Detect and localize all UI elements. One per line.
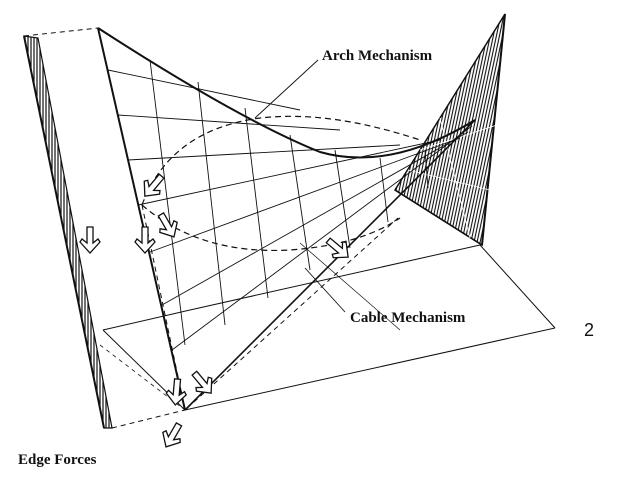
- edge-panel-right: [395, 14, 505, 245]
- cable-force-arrow: [321, 232, 356, 266]
- force-arrows: [79, 169, 356, 453]
- edge-wedge-left: [24, 36, 112, 428]
- corner-force-arrow: [156, 418, 189, 453]
- edge-force-arrow: [79, 226, 101, 254]
- figure-number: 2: [584, 320, 595, 340]
- corner-force-arrow: [164, 377, 189, 407]
- cable-mechanism-label: Cable Mechanism: [350, 310, 466, 326]
- hypar-surface: [24, 28, 475, 428]
- edge-forces-label: Edge Forces: [18, 452, 97, 468]
- arch-force-arrow: [151, 208, 184, 243]
- arch-mechanism-label: Arch Mechanism: [322, 48, 433, 64]
- ground-plane: [103, 243, 555, 410]
- arch-force-arrow: [134, 226, 156, 254]
